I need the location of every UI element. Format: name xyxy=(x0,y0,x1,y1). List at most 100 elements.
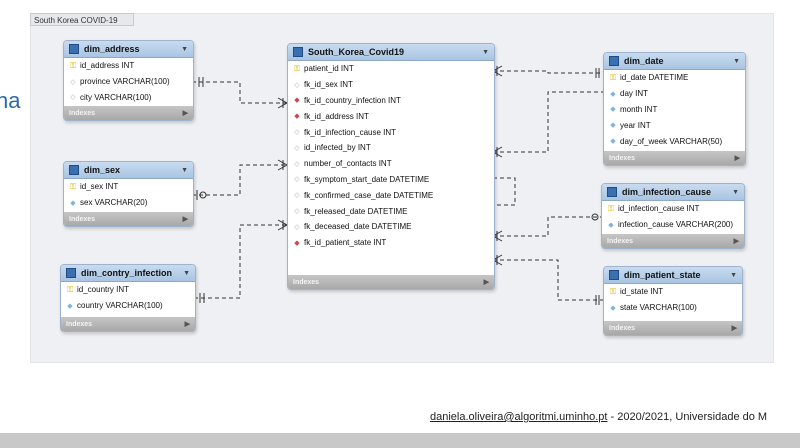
column-row[interactable]: ⚿id_infection_cause INT xyxy=(602,201,744,217)
collapse-caret-icon[interactable]: ▼ xyxy=(181,166,188,174)
column-label: id_state INT xyxy=(620,287,664,297)
table-name: dim_sex xyxy=(84,165,121,175)
indexes-bar[interactable]: Indexes▶ xyxy=(64,212,193,226)
column-label: fk_id_address INT xyxy=(304,111,369,121)
column-row[interactable]: ⚿id_date DATETIME xyxy=(604,70,745,86)
column-row[interactable]: ◇fk_symptom_start_date DATETIME xyxy=(288,172,494,188)
table-header[interactable]: dim_sex ▼ xyxy=(64,162,193,179)
indexes-bar[interactable]: Indexes▶ xyxy=(64,106,193,120)
expand-arrow-icon[interactable]: ▶ xyxy=(734,155,740,162)
expand-arrow-icon[interactable]: ▶ xyxy=(182,110,188,117)
expand-arrow-icon[interactable]: ▶ xyxy=(731,325,737,332)
column-icon: ◇ xyxy=(70,94,76,102)
column-row[interactable]: ◆month INT xyxy=(604,102,745,118)
table-header[interactable]: dim_address ▼ xyxy=(64,41,193,58)
column-label: day_of_week VARCHAR(50) xyxy=(620,136,723,146)
table-icon xyxy=(609,270,619,280)
column-label: fk_symptom_start_date DATETIME xyxy=(304,174,430,184)
column-label: state VARCHAR(100) xyxy=(620,303,697,313)
column-row[interactable]: ⚿id_sex INT xyxy=(64,179,193,195)
column-row[interactable]: ◆fk_id_country_infection INT xyxy=(288,93,494,109)
column-icon: ◆ xyxy=(610,122,616,130)
table-header[interactable]: dim_contry_infection ▼ xyxy=(61,265,195,282)
column-row[interactable]: ◇fk_id_sex INT xyxy=(288,77,494,93)
column-row[interactable]: ◇fk_confirmed_case_date DATETIME xyxy=(288,187,494,203)
column-row[interactable]: ◇fk_released_date DATETIME xyxy=(288,203,494,219)
column-icon: ◆ xyxy=(610,90,616,98)
indexes-bar[interactable]: Indexes▶ xyxy=(602,234,744,248)
collapse-caret-icon[interactable]: ▼ xyxy=(730,271,737,279)
collapse-caret-icon[interactable]: ▼ xyxy=(482,48,489,56)
table-dim-infection-cause[interactable]: dim_infection_cause ▼ ⚿id_infection_caus… xyxy=(601,183,745,249)
column-row[interactable]: ◆ day_of_week VARCHAR(50) xyxy=(604,133,745,149)
table-header[interactable]: dim_date ▼ xyxy=(604,53,745,70)
table-name: dim_date xyxy=(624,56,664,66)
table-dim-sex[interactable]: dim_sex ▼ ⚿id_sex INT◆sex VARCHAR(20) In… xyxy=(63,161,194,227)
collapse-caret-icon[interactable]: ▼ xyxy=(181,45,188,53)
table-dim-contry-infection[interactable]: dim_contry_infection ▼ ⚿id_country INT◆c… xyxy=(60,264,196,332)
table-name: South_Korea_Covid19 xyxy=(308,47,405,57)
table-icon xyxy=(69,165,79,175)
column-row[interactable]: ◇fk_deceased_date DATETIME xyxy=(288,219,494,235)
expand-arrow-icon[interactable]: ▶ xyxy=(182,216,188,223)
foreign-key-icon: ◆ xyxy=(294,113,300,121)
table-icon xyxy=(607,187,617,197)
column-row[interactable]: ⚿id_address INT xyxy=(64,58,193,74)
column-row[interactable]: ◆fk_id_patient_state INT xyxy=(288,235,494,251)
collapse-caret-icon[interactable]: ▼ xyxy=(183,269,190,277)
table-header[interactable]: dim_patient_state ▼ xyxy=(604,267,742,284)
expand-arrow-icon[interactable]: ▶ xyxy=(184,321,190,328)
column-row[interactable]: ◇number_of_contacts INT xyxy=(288,156,494,172)
rel-date-bracket xyxy=(493,177,516,206)
indexes-bar[interactable]: Indexes▶ xyxy=(604,151,745,165)
table-dim-patient-state[interactable]: dim_patient_state ▼ ⚿id_state INT◆state … xyxy=(603,266,743,336)
column-row[interactable]: ◇ city VARCHAR(100) xyxy=(64,90,193,106)
column-icon: ◇ xyxy=(294,144,300,152)
slide-title-fragment: na xyxy=(0,88,21,113)
column-label: city VARCHAR(100) xyxy=(80,92,152,102)
column-list: ⚿id_country INT◆country VARCHAR(100) xyxy=(61,282,195,314)
footer-email-link[interactable]: daniela.oliveira@algoritmi.uminho.pt xyxy=(430,411,608,423)
column-label: fk_id_patient_state INT xyxy=(304,238,387,248)
primary-key-icon: ⚿ xyxy=(69,60,77,70)
column-row[interactable]: ◆infection_cause VARCHAR(200) xyxy=(602,217,744,233)
primary-key-icon: ⚿ xyxy=(607,203,615,213)
column-row[interactable]: ◆state VARCHAR(100) xyxy=(604,300,742,316)
column-row[interactable]: ◆country VARCHAR(100) xyxy=(61,298,195,314)
indexes-bar[interactable]: Indexes▶ xyxy=(288,275,494,289)
indexes-bar[interactable]: Indexes▶ xyxy=(61,317,195,331)
column-row[interactable]: ◆sex VARCHAR(20) xyxy=(64,195,193,211)
column-row[interactable]: ◆ fk_id_address INT xyxy=(288,108,494,124)
foreign-key-icon: ◆ xyxy=(294,97,300,105)
column-label: month INT xyxy=(620,104,658,114)
rel-sex xyxy=(192,164,287,196)
column-row[interactable]: ◇province VARCHAR(100) xyxy=(64,74,193,90)
column-row[interactable]: ◇fk_id_infection_cause INT xyxy=(288,124,494,140)
indexes-bar[interactable]: Indexes▶ xyxy=(604,321,742,335)
collapse-caret-icon[interactable]: ▼ xyxy=(732,188,739,196)
column-row[interactable]: ◆year INT xyxy=(604,117,745,133)
table-icon xyxy=(66,268,76,278)
table-south-korea-covid19[interactable]: South_Korea_Covid19 ▼ ⚿patient_id INT◇fk… xyxy=(287,43,495,290)
table-dim-address[interactable]: dim_address ▼ ⚿id_address INT◇province V… xyxy=(63,40,194,121)
table-header[interactable]: South_Korea_Covid19 ▼ xyxy=(288,44,494,61)
column-label: fk_confirmed_case_date DATETIME xyxy=(304,190,434,200)
column-icon: ◆ xyxy=(610,138,616,146)
column-label: id_address INT xyxy=(80,61,135,71)
table-icon xyxy=(293,47,303,57)
column-row[interactable]: ⚿id_country INT xyxy=(61,282,195,298)
collapse-caret-icon[interactable]: ▼ xyxy=(733,57,740,65)
table-header[interactable]: dim_infection_cause ▼ xyxy=(602,184,744,201)
column-label: patient_id INT xyxy=(304,64,354,74)
column-row[interactable]: ⚿id_state INT xyxy=(604,284,742,300)
column-row[interactable]: ◆day INT xyxy=(604,86,745,102)
column-icon: ◇ xyxy=(294,208,300,216)
column-row[interactable]: ⚿patient_id INT xyxy=(288,61,494,77)
expand-arrow-icon[interactable]: ▶ xyxy=(483,279,489,286)
column-icon: ◇ xyxy=(294,160,300,168)
table-dim-date[interactable]: dim_date ▼ ⚿id_date DATETIME◆day INT◆mon… xyxy=(603,52,746,166)
primary-key-icon: ⚿ xyxy=(293,63,301,73)
table-name: dim_infection_cause xyxy=(622,187,712,197)
expand-arrow-icon[interactable]: ▶ xyxy=(733,238,739,245)
column-row[interactable]: ◇id_infected_by INT xyxy=(288,140,494,156)
